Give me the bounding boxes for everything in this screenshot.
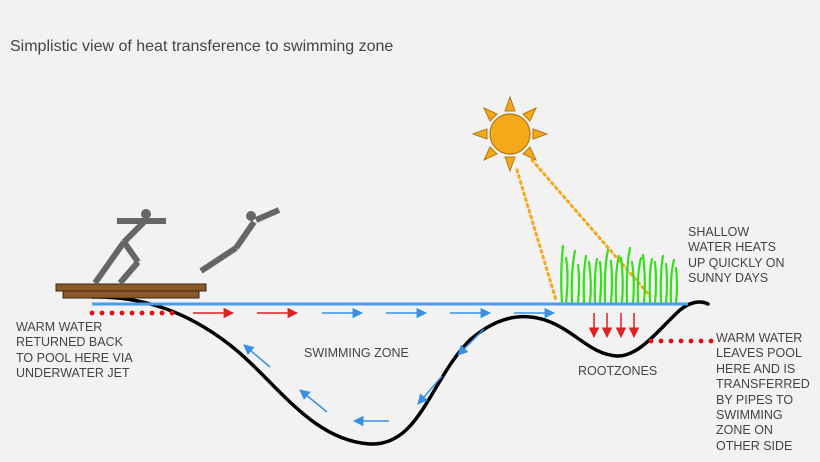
- warm-water-returned-label: WARM WATER RETURNED BACK TO POOL HERE VI…: [16, 320, 133, 381]
- swimming-zone-label: SWIMMING ZONE: [304, 346, 409, 360]
- diver-figure-icon: [92, 209, 166, 285]
- warm-water-pipe-dots: [89, 310, 714, 344]
- warm-water-leaves-label: WARM WATER LEAVES POOL HERE AND IS TRANS…: [716, 331, 810, 453]
- diagram-title: Simplistic view of heat transference to …: [10, 38, 394, 55]
- warm-flow-arrows: [193, 307, 640, 339]
- jumping-figure-icon: [199, 207, 281, 274]
- reed-grass-icon: [560, 244, 679, 305]
- wooden-deck-icon: [55, 283, 207, 299]
- sun-icon: [471, 95, 549, 173]
- ground-profile-line: [90, 295, 710, 446]
- rootzones-label: ROOTZONES: [578, 364, 658, 378]
- circulation-flow-arrows: [243, 307, 556, 427]
- sun-ray-lines: [515, 158, 652, 302]
- shallow-water-label: SHALLOW WATER HEATS UP QUICKLY ON SUNNY …: [688, 225, 785, 286]
